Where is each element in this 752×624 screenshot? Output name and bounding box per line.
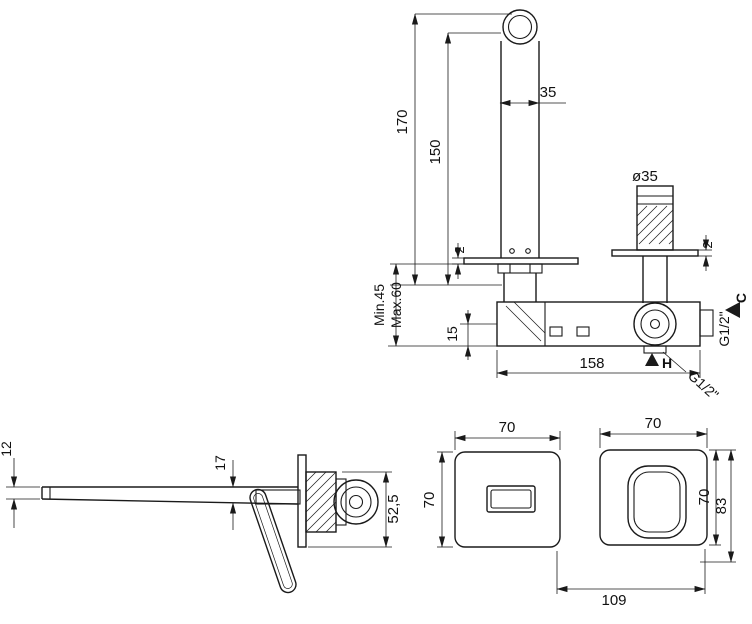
dim-15: 15 (444, 310, 497, 360)
dim-min45-label: Min.45 (371, 284, 387, 326)
dim-2-left: 2 (452, 243, 467, 279)
wall-plate (463, 257, 579, 302)
dim-70-handle-width: 70 (599, 415, 708, 448)
dim-2-right: 2 (698, 235, 715, 271)
dim-170-label: 170 (394, 109, 411, 134)
dim-52-5: 52,5 (308, 471, 402, 548)
dim-83: 83 (700, 449, 736, 563)
dim-109: 109 (556, 549, 706, 609)
dim-12-label: 12 (0, 441, 14, 457)
side-wall-plate (297, 454, 307, 548)
dim-15-label: 15 (444, 326, 460, 342)
dim-70-handle-height: 70 (696, 449, 721, 546)
side-view: 12 17 52,5 (0, 441, 402, 594)
trim-view: 70 70 70 70 83 (421, 415, 736, 609)
dim-158: 158 (496, 350, 701, 378)
dim-150: 150 (390, 32, 502, 286)
dim-2-right-label: 2 (700, 241, 715, 248)
hot-arrow-icon (645, 353, 659, 366)
spout-plate (454, 451, 561, 548)
spout-outline (500, 9, 540, 258)
dim-170: 170 (394, 13, 512, 286)
thread-side-callout: G1/2" C (716, 293, 749, 347)
dim-70-spout-height: 70 (421, 451, 453, 548)
dim-2-left-label: 2 (452, 246, 467, 253)
hot-label: H (662, 355, 672, 371)
dim-dia35-label: ø35 (632, 168, 658, 185)
thread-side-label: G1/2" (716, 311, 732, 346)
dim-35-label: 35 (540, 84, 557, 101)
dim-109-label: 109 (601, 592, 626, 609)
cold-label: C (733, 293, 749, 303)
dim-70-handle-height-label: 70 (696, 489, 713, 506)
dim-150-label: 150 (427, 139, 444, 164)
front-view: 170 150 35 ø35 Min.45 Max.60 (371, 9, 749, 403)
dim-70-spout-width-label: 70 (499, 419, 516, 436)
dim-70-spout-height-label: 70 (421, 492, 438, 509)
dim-70-handle-width-label: 70 (645, 415, 662, 432)
dim-17-label: 17 (212, 455, 228, 471)
dim-12: 12 (0, 441, 40, 528)
dim-max60-label: Max.60 (388, 282, 404, 328)
cold-arrow-icon (725, 302, 740, 318)
side-body (305, 471, 379, 533)
cartridge (611, 185, 699, 303)
dim-52-5-label: 52,5 (385, 494, 402, 523)
dim-17: 17 (212, 455, 237, 530)
dim-83-label: 83 (713, 498, 730, 515)
rough-in-body (496, 301, 714, 354)
thread-bottom-callout: G1/2" H (645, 351, 722, 403)
dim-35: 35 (499, 84, 566, 107)
dim-158-label: 158 (579, 355, 604, 372)
dim-70-spout-width: 70 (454, 419, 561, 450)
dim-min-max: Min.45 Max.60 (371, 263, 497, 347)
lever-handle-side (249, 488, 301, 594)
thread-bottom-label: G1/2" (685, 367, 722, 403)
handle-plate (599, 449, 708, 546)
